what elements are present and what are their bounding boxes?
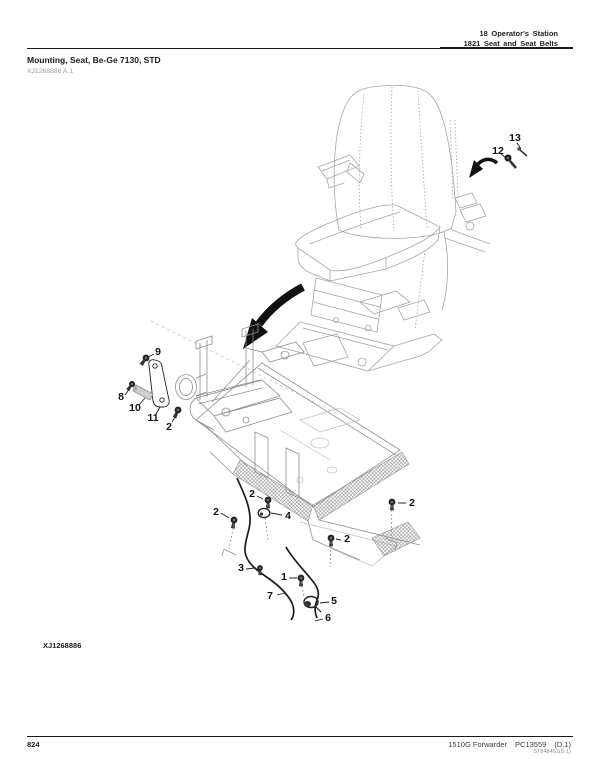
- bolt-icon: [327, 534, 335, 547]
- callout-13: 13: [509, 132, 521, 144]
- header-rule-underline: [440, 47, 573, 50]
- footer-rule: [27, 736, 573, 738]
- figure-ref-label: XJ1268886: [43, 641, 82, 650]
- callout-leader-lines: [124, 142, 522, 622]
- fastener-parts: [228, 496, 396, 613]
- belt-screw-part: [504, 147, 528, 169]
- callout-2: 2: [344, 533, 350, 545]
- header-subsection: 1821 Seat and Seat Belts: [463, 38, 558, 48]
- callout-labels: 13 12 9 8 10 11 2 2 2 4 2 2 3 1 7 5 6: [118, 132, 521, 624]
- callout-2: 2: [166, 421, 172, 433]
- callout-2: 2: [409, 497, 415, 509]
- link-assembly: [125, 353, 183, 420]
- callout-8: 8: [118, 391, 124, 403]
- footer-right: 1510G Forwarder PC13559 (D.1): [440, 740, 571, 749]
- install-direction-arrow-icon: [243, 283, 305, 349]
- callout-9: 9: [155, 346, 161, 358]
- footer-revision: (D.1): [554, 740, 571, 749]
- callout-10: 10: [129, 402, 141, 414]
- callout-4: 4: [285, 510, 291, 522]
- bolt-icon: [264, 496, 272, 509]
- page-number: 824: [27, 740, 40, 749]
- bolt-icon: [229, 516, 238, 529]
- footer-stamp: ST848461(D.1): [533, 749, 571, 755]
- cable-illustration: [236, 477, 320, 621]
- clamp-ring-part: [257, 507, 271, 519]
- grommet-clamp-part: [303, 595, 322, 613]
- figure-doc-ref: XJ1268886 A.1: [27, 68, 74, 75]
- callout-12: 12: [492, 145, 504, 157]
- page-header: 18 Operator's Station 1821 Seat and Seat…: [464, 29, 558, 48]
- callout-6: 6: [325, 612, 331, 624]
- header-section: 18 Operator's Station: [479, 29, 558, 38]
- callout-3: 3: [238, 562, 244, 574]
- bolt-icon: [388, 498, 396, 511]
- callout-2: 2: [213, 506, 219, 518]
- callout-2: 2: [249, 488, 255, 500]
- header-rule: [27, 48, 573, 50]
- callout-11: 11: [147, 412, 158, 424]
- cable-7: [236, 477, 295, 621]
- callout-1: 1: [281, 571, 287, 583]
- detail-arrow-icon: [469, 157, 499, 178]
- bolt-icon: [171, 405, 183, 420]
- callout-5: 5: [331, 595, 337, 607]
- figure-title: Mounting, Seat, Be-Ge 7130, STD: [27, 55, 161, 65]
- cable-6: [285, 546, 320, 619]
- seat-illustration: [275, 84, 491, 372]
- footer-product: 1510G Forwarder: [448, 740, 508, 749]
- callout-7: 7: [267, 590, 273, 602]
- bolt-icon: [297, 574, 305, 587]
- footer-catalog: PC13559: [515, 740, 547, 749]
- frame-illustration: [150, 320, 421, 567]
